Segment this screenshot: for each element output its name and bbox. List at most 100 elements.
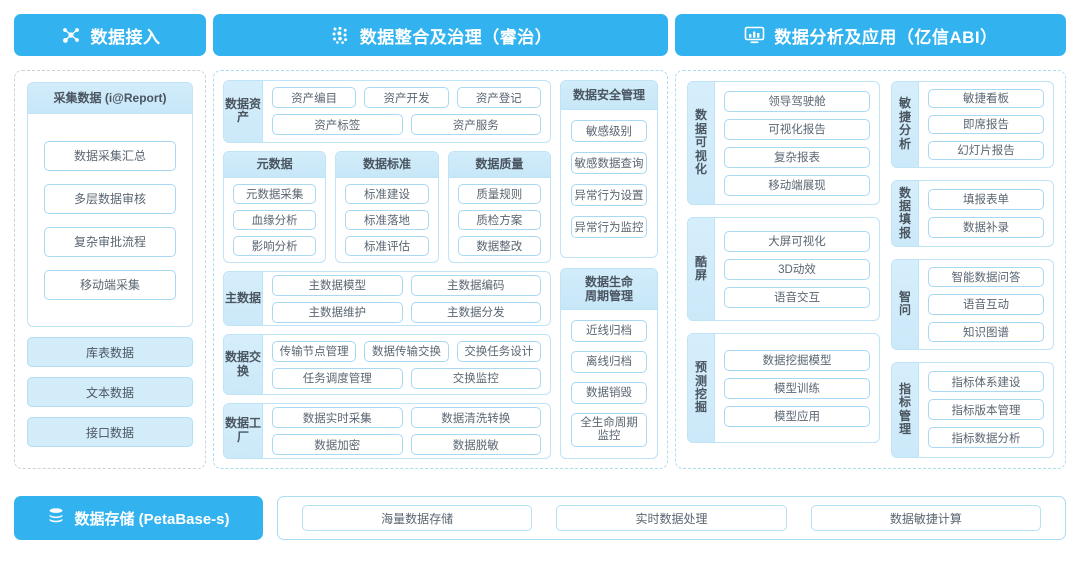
coolscreen-body: 大屏可视化 3D动效 语音交互	[715, 218, 879, 320]
pill-mine-1[interactable]: 模型训练	[724, 377, 870, 399]
source-table-data[interactable]: 库表数据	[27, 337, 193, 367]
kpi-management-label-text: 指标管理	[898, 381, 911, 437]
pill-agile-0[interactable]: 敏捷看板	[928, 89, 1044, 108]
pill-sec-0[interactable]: 敏感级别	[571, 120, 647, 142]
pill-qual-0[interactable]: 质量规则	[457, 183, 541, 204]
smart-ask-label: 智问	[892, 260, 919, 349]
pill-viz-3[interactable]: 移动端展现	[724, 174, 870, 196]
pill-agile-2[interactable]: 幻灯片报告	[928, 140, 1044, 160]
pill-exch-node[interactable]: 传输节点管理	[272, 340, 357, 362]
pill-kpi-2[interactable]: 指标数据分析	[928, 427, 1044, 449]
pill-life-1[interactable]: 离线归档	[571, 351, 647, 374]
factory-row-2: 数据加密 数据脱敏	[272, 434, 541, 456]
pill-storage-0[interactable]: 海量数据存储	[302, 505, 533, 531]
pill-fac-realtime[interactable]: 数据实时采集	[272, 407, 403, 429]
pill-meta-0[interactable]: 元数据采集	[233, 183, 317, 204]
pill-screen-2[interactable]: 语音交互	[724, 286, 870, 308]
kpi-management-label: 指标管理	[892, 362, 919, 457]
analysis-right-group: 敏捷分析 敏捷看板 即席报告 幻灯片报告 数据填报 填报表单 数据补录	[891, 81, 1054, 458]
pill-life-2[interactable]: 数据销毁	[571, 382, 647, 405]
security-body: 敏感级别 敏感数据查询 异常行为设置 异常行为监控	[561, 110, 657, 257]
quality-body: 质量规则 质检方案 数据整改	[449, 178, 550, 262]
pill-asset-dev[interactable]: 资产开发	[364, 87, 449, 109]
pill-std-0[interactable]: 标准建设	[345, 183, 429, 204]
pill-mdm-distribute[interactable]: 主数据分发	[410, 301, 541, 323]
pill-viz-2[interactable]: 复杂报表	[724, 146, 870, 168]
pill-exch-schedule[interactable]: 任务调度管理	[272, 367, 403, 389]
visualization-label-text: 数据可视化	[694, 108, 707, 177]
source-text-data[interactable]: 文本数据	[27, 377, 193, 407]
metadata-header: 元数据	[224, 151, 326, 178]
pill-fill-1[interactable]: 数据补录	[928, 216, 1044, 238]
pill-fill-0[interactable]: 填报表单	[928, 188, 1044, 210]
pill-exch-transfer[interactable]: 数据传输交换	[364, 340, 449, 362]
banner-data-ingest[interactable]: 数据接入	[14, 14, 206, 56]
pill-sec-3[interactable]: 异常行为监控	[571, 216, 647, 238]
pill-mine-2[interactable]: 模型应用	[724, 405, 870, 427]
pill-asset-register[interactable]: 资产登记	[456, 87, 541, 109]
pill-fac-encrypt[interactable]: 数据加密	[272, 434, 403, 456]
pill-asset-service[interactable]: 资产服务	[410, 114, 541, 136]
pill-fac-clean[interactable]: 数据清洗转换	[410, 407, 541, 429]
pill-collect-0[interactable]: 数据采集汇总	[44, 140, 176, 171]
pill-asset-catalog[interactable]: 资产编目	[272, 87, 357, 109]
column-data-ingest: 数据接入 采集数据 (i@Report) 数据采集汇总 多层数据审核 复杂审批流…	[14, 14, 206, 469]
pill-mdm-code[interactable]: 主数据编码	[410, 274, 541, 296]
pill-ask-2[interactable]: 知识图谱	[928, 321, 1044, 342]
data-asset-label: 数据资产	[224, 81, 263, 142]
pill-viz-0[interactable]: 领导驾驶舱	[724, 90, 870, 112]
governance-panel: 数据资产 资产编目 资产开发 资产登记 资产标签 资产服务	[213, 70, 668, 469]
pill-collect-1[interactable]: 多层数据审核	[44, 183, 176, 214]
pill-kpi-0[interactable]: 指标体系建设	[928, 371, 1044, 393]
agile-analysis-block: 敏捷分析 敏捷看板 即席报告 幻灯片报告	[891, 81, 1054, 168]
pill-screen-1[interactable]: 3D动效	[724, 258, 870, 280]
pill-viz-1[interactable]: 可视化报告	[724, 118, 870, 140]
pill-fac-mask[interactable]: 数据脱敏	[410, 434, 541, 456]
pill-mdm-model[interactable]: 主数据模型	[272, 274, 403, 296]
banner-data-storage[interactable]: 数据存储 (PetaBase-s)	[14, 496, 263, 540]
pill-std-2[interactable]: 标准评估	[345, 235, 429, 256]
metadata-card: 元数据 元数据采集 血缘分析 影响分析	[223, 150, 327, 263]
storage-row: 数据存储 (PetaBase-s) 海量数据存储 实时数据处理 数据敏捷计算	[14, 496, 1066, 540]
pill-sec-2[interactable]: 异常行为设置	[571, 184, 647, 206]
pill-qual-2[interactable]: 数据整改	[457, 235, 541, 256]
pill-meta-1[interactable]: 血缘分析	[233, 209, 317, 230]
banner-data-analysis[interactable]: 数据分析及应用（亿信ABI）	[675, 14, 1066, 56]
smart-ask-body: 智能数据问答 语音互动 知识图谱	[919, 260, 1053, 349]
banner-title: 数据接入	[90, 27, 161, 47]
data-nodes-icon	[60, 24, 82, 46]
pill-exch-task-design[interactable]: 交换任务设计	[456, 340, 541, 362]
source-api-data[interactable]: 接口数据	[27, 417, 193, 447]
pill-storage-2[interactable]: 数据敏捷计算	[810, 505, 1041, 531]
kpi-management-block: 指标管理 指标体系建设 指标版本管理 指标数据分析	[891, 361, 1054, 458]
metadata-standards-quality-row: 元数据 元数据采集 血缘分析 影响分析 数据标准 标准建设 标准落地 标准评估	[223, 150, 551, 263]
pill-std-1[interactable]: 标准落地	[345, 209, 429, 230]
lifecycle-body: 近线归档 离线归档 数据销毁 全生命周期 监控	[561, 310, 657, 458]
pill-life-0[interactable]: 近线归档	[571, 320, 647, 343]
pill-screen-0[interactable]: 大屏可视化	[724, 230, 870, 252]
banner-title: 数据整合及治理（睿治）	[359, 27, 553, 47]
pill-asset-tag[interactable]: 资产标签	[272, 114, 403, 136]
data-lifecycle-card: 数据生命 周期管理 近线归档 离线归档 数据销毁 全生命周期 监控	[560, 268, 658, 459]
pill-collect-3[interactable]: 移动端采集	[44, 269, 176, 300]
data-exchange-body: 传输节点管理 数据传输交换 交换任务设计 任务调度管理 交换监控	[263, 335, 550, 394]
banner-data-governance[interactable]: 数据整合及治理（睿治）	[213, 14, 668, 56]
pill-kpi-1[interactable]: 指标版本管理	[928, 399, 1044, 421]
master-data-label: 主数据	[224, 271, 263, 326]
pill-exch-monitor[interactable]: 交换监控	[410, 367, 541, 389]
pill-ask-1[interactable]: 语音互动	[928, 294, 1044, 315]
predictive-mining-label-text: 预测挖掘	[694, 360, 707, 415]
pill-sec-1[interactable]: 敏感数据查询	[571, 152, 647, 174]
exchange-row-2: 任务调度管理 交换监控	[272, 367, 541, 389]
pill-mine-0[interactable]: 数据挖掘模型	[724, 349, 870, 371]
pill-ask-0[interactable]: 智能数据问答	[928, 267, 1044, 288]
pill-mdm-maintain[interactable]: 主数据维护	[272, 301, 403, 323]
pill-qual-1[interactable]: 质检方案	[457, 209, 541, 230]
pill-collect-2[interactable]: 复杂审批流程	[44, 226, 176, 257]
quality-header: 数据质量	[448, 151, 550, 178]
exchange-row-1: 传输节点管理 数据传输交换 交换任务设计	[272, 340, 541, 362]
pill-storage-1[interactable]: 实时数据处理	[556, 505, 787, 531]
pill-life-3[interactable]: 全生命周期 监控	[571, 413, 647, 448]
pill-meta-2[interactable]: 影响分析	[233, 235, 317, 256]
pill-agile-1[interactable]: 即席报告	[928, 114, 1044, 134]
